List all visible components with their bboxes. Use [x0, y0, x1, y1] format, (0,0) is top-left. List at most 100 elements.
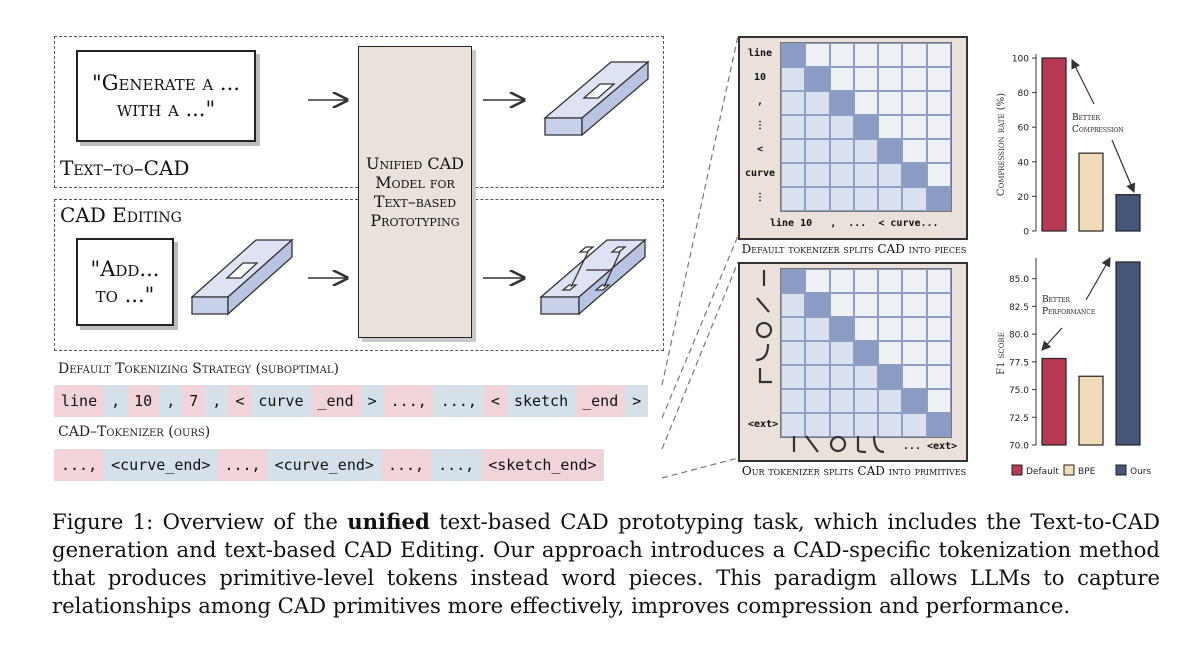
attention-cell: [805, 317, 830, 341]
attention-cell: [805, 163, 830, 187]
token: ,: [159, 385, 183, 417]
attention-cell: [853, 139, 879, 163]
attention-cell: [853, 389, 879, 413]
attention-cell: [926, 91, 951, 115]
attention-cell: [902, 269, 927, 293]
attention-cell: [926, 115, 951, 139]
attention-cell: [781, 187, 806, 211]
legend-label: Default: [1026, 467, 1059, 477]
text-to-cad-label: Text–to–CAD: [60, 156, 190, 180]
token: line: [54, 385, 105, 417]
attention-cell: [902, 115, 927, 139]
matrix-row-label: curve: [744, 168, 776, 179]
attention-cell: [829, 269, 854, 293]
attention-cell: [926, 163, 951, 187]
y-tick-label: 70.0: [1009, 442, 1029, 452]
attention-cell-diagonal: [853, 115, 879, 139]
token: 10: [127, 385, 160, 417]
token: ...,: [217, 449, 268, 481]
ours-strategy-label: CAD–Tokenizer (ours): [58, 424, 211, 440]
token: ,: [104, 385, 128, 417]
attention-cell: [853, 413, 879, 437]
token: ...,: [433, 385, 484, 417]
attention-cell: [805, 43, 830, 67]
ours-ext-label: <ext>: [748, 419, 779, 430]
attention-cell-diagonal: [853, 341, 879, 365]
attention-cell: [853, 187, 879, 211]
token: <sketch_end>: [481, 449, 604, 481]
attention-cell: [926, 341, 951, 365]
default-token-row: line,10,7,<curve_end>...,...,<sketch_end…: [54, 385, 649, 417]
token: ...,: [54, 449, 105, 481]
primitive-glyphs: [755, 270, 885, 454]
attention-cell: [902, 293, 927, 317]
attention-cell: [853, 317, 879, 341]
legend-swatch: [1011, 464, 1023, 476]
attention-cell: [829, 365, 854, 389]
attention-cell: [878, 293, 903, 317]
attention-cell: [829, 163, 854, 187]
arrow-icon: [1071, 58, 1095, 105]
y-tick-label: 80: [1018, 89, 1030, 99]
attention-cell-diagonal: [781, 269, 806, 293]
y-tick-label: 60: [1018, 124, 1030, 134]
legend-label: BPE: [1078, 467, 1096, 477]
y-axis-label: Compression rate (%): [996, 93, 1007, 196]
legend-swatch: [1063, 464, 1075, 476]
attention-cell: [805, 187, 830, 211]
matrix-row-label: 10: [753, 72, 767, 83]
matrix-row-label: ,: [756, 96, 764, 107]
matrix-row-label: ⋮: [755, 192, 765, 203]
attention-cell: [829, 67, 854, 91]
y-tick-label: 80.0: [1009, 331, 1029, 341]
attention-cell-diagonal: [878, 139, 903, 163]
connector-lines: [661, 35, 739, 479]
attention-cell: [781, 91, 806, 115]
attention-cell: [902, 139, 927, 163]
attention-cell: [926, 139, 951, 163]
caption-rest: text-based CAD prototyping task, which i…: [52, 509, 1160, 618]
attention-cell: [878, 413, 903, 437]
attention-cell: [853, 43, 879, 67]
attention-cell: [902, 341, 927, 365]
attention-cell: [829, 115, 854, 139]
attention-cell: [781, 317, 806, 341]
diagonal-primitive-icon: [756, 297, 770, 313]
attention-cell: [853, 91, 879, 115]
attention-cell: [781, 115, 806, 139]
bar-bpe: [1078, 375, 1104, 446]
default-bottom-labels: line 10 , ... < curve...: [770, 218, 939, 229]
token: _end: [575, 385, 626, 417]
bar-default: [1041, 357, 1067, 446]
attention-cell: [878, 67, 903, 91]
attention-cell-diagonal: [926, 187, 951, 211]
attention-cell: [853, 365, 879, 389]
arrow-icon: [1111, 139, 1136, 194]
attention-cell: [878, 269, 903, 293]
attention-cell: [926, 365, 951, 389]
attention-cell: [926, 317, 951, 341]
attention-cell-diagonal: [926, 413, 951, 437]
attention-cell: [781, 389, 806, 413]
attention-cell: [829, 43, 854, 67]
unified-cad-model-box: Unified CAD Model for Text–based Prototy…: [358, 46, 472, 338]
token: ...,: [383, 385, 434, 417]
token: <: [483, 385, 507, 417]
attention-cell: [926, 293, 951, 317]
token: <: [228, 385, 252, 417]
y-tick-label: 77.5: [1009, 358, 1029, 368]
token: curve: [251, 385, 311, 417]
attention-cell: [829, 139, 854, 163]
ours-attention-grid: [780, 268, 952, 438]
caption-prefix: Figure 1: Overview of the: [52, 509, 348, 534]
attention-cell: [853, 163, 879, 187]
attention-cell: [878, 91, 903, 115]
attention-cell: [902, 67, 927, 91]
ours-token-row: ...,<curve_end>...,<curve_end>...,...,<s…: [54, 449, 604, 481]
attention-cell: [926, 269, 951, 293]
token: 7: [182, 385, 206, 417]
y-tick-label: 0: [1023, 228, 1029, 238]
